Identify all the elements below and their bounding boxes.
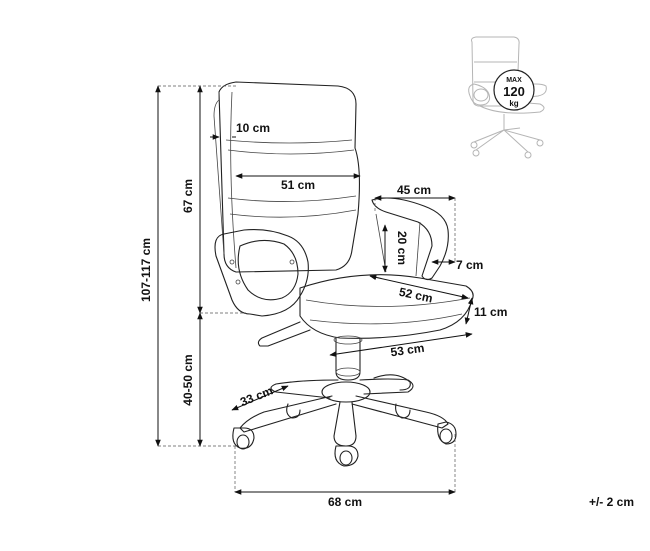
label-backrest-height: 67 cm — [181, 179, 195, 213]
label-seat-width: 52 cm — [398, 285, 434, 306]
label-backrest-width: 51 cm — [281, 178, 315, 192]
dim-line-seat-width — [369, 274, 469, 300]
armrest-right — [371, 197, 449, 281]
label-seat-depth: 53 cm — [390, 341, 426, 360]
backrest — [218, 81, 360, 273]
dimension-lines — [155, 85, 474, 495]
dim-line-caster-radius — [231, 385, 289, 411]
badge-max-label: MAX — [506, 77, 522, 84]
label-base-width: 68 cm — [328, 495, 362, 509]
armrest-left — [214, 229, 309, 317]
label-seat-height: 40-50 cm — [181, 354, 195, 405]
casters — [232, 374, 457, 467]
label-tolerance: +/- 2 cm — [589, 495, 634, 509]
chair-drawing — [213, 81, 474, 467]
gas-cylinder — [335, 337, 361, 381]
max-weight-badge: MAX 120 kg — [493, 69, 535, 111]
label-total-height: 107-117 cm — [139, 238, 153, 302]
badge-weight-unit: kg — [509, 99, 518, 108]
dimension-labels: 107-117 cm 67 cm 40-50 cm 10 cm 51 cm 45… — [139, 121, 634, 509]
label-backrest-thickness: 10 cm — [236, 121, 270, 135]
label-armrest-depth: 45 cm — [397, 183, 431, 197]
label-armrest-width: 7 cm — [456, 258, 483, 272]
label-caster-radius: 33 cm — [238, 383, 275, 409]
label-armrest-height: 20 cm — [395, 231, 409, 265]
tilt-lever — [257, 321, 311, 347]
badge-weight-value: 120 — [503, 84, 525, 99]
dim-line-seat-depth — [329, 332, 473, 357]
label-seat-thickness: 11 cm — [474, 305, 507, 319]
dim-line-seat-thickness — [464, 297, 474, 325]
